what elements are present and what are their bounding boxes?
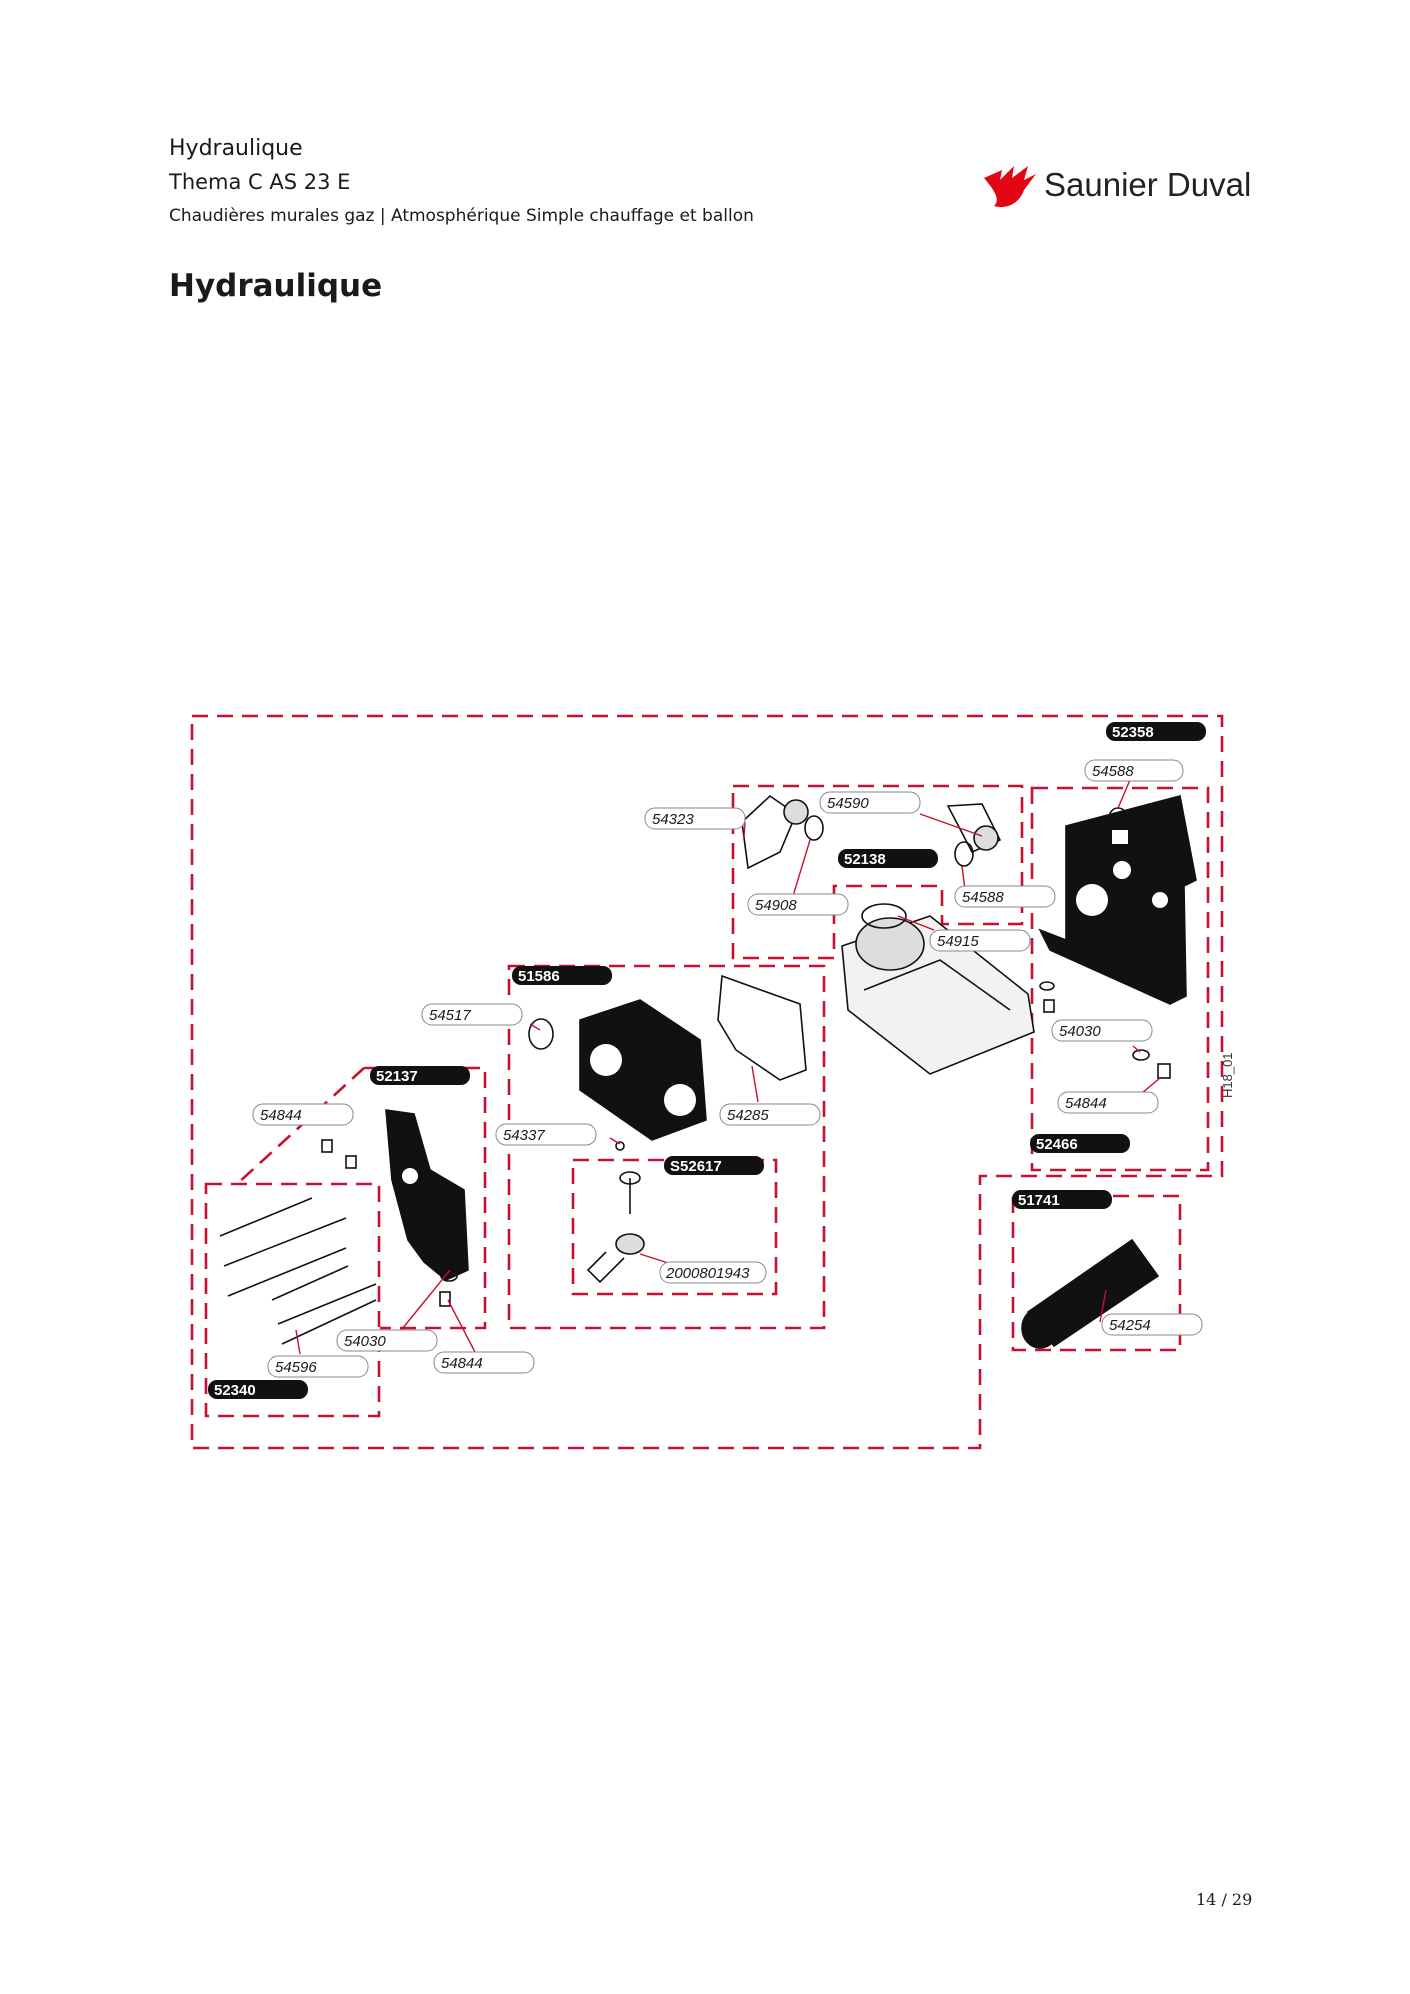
header-section: Hydraulique xyxy=(169,136,303,161)
o-ring-54915 xyxy=(861,903,907,929)
pump-head-51586 xyxy=(579,999,707,1141)
connector-54590 xyxy=(946,803,1002,867)
valve-body xyxy=(841,915,1035,1075)
label-54588-top: 54588 xyxy=(1092,763,1134,780)
header-model: Thema C AS 23 E xyxy=(169,170,351,194)
gasket-54285 xyxy=(717,974,807,1081)
label-54844-left: 54844 xyxy=(260,1107,302,1124)
bird-logo-icon xyxy=(984,166,1036,208)
page-title: Hydraulique xyxy=(169,268,383,304)
mounting-plate-52358 xyxy=(1038,795,1197,1005)
label-54254: 54254 xyxy=(1109,1317,1151,1334)
label-54285: 54285 xyxy=(727,1107,769,1124)
plug-54844-right xyxy=(1157,1063,1171,1079)
plug-right xyxy=(1043,999,1055,1013)
label-54517: 54517 xyxy=(429,1007,471,1024)
frame-52138 xyxy=(731,784,1024,960)
diagram-ref-code: H18_01 xyxy=(1220,1052,1235,1098)
screw-54844-left-b xyxy=(345,1155,357,1169)
stud-S52617 xyxy=(586,1171,645,1284)
screws-52340 xyxy=(219,1197,377,1345)
connector-54323 xyxy=(741,794,824,870)
assembly-52138: 52138 xyxy=(844,851,886,868)
label-54590: 54590 xyxy=(827,795,869,812)
screw-54844-left-a xyxy=(321,1139,333,1153)
assembly-52137: 52137 xyxy=(376,1068,418,1085)
assembly-S52617: S52617 xyxy=(670,1158,722,1175)
part-labels: 54588 54590 54323 54588 54908 54915 5451… xyxy=(252,759,1203,1378)
screw-54844-bottom xyxy=(439,1291,451,1307)
header-subtitle: Chaudières murales gaz | Atmosphérique S… xyxy=(169,206,754,226)
label-54844-right: 54844 xyxy=(1065,1095,1107,1112)
label-54915: 54915 xyxy=(937,933,979,950)
label-2000801943: 2000801943 xyxy=(665,1265,750,1282)
brand-logo: Saunier Duval xyxy=(980,160,1260,212)
assembly-52358: 52358 xyxy=(1112,724,1154,741)
label-54596: 54596 xyxy=(275,1359,317,1376)
assembly-51586: 51586 xyxy=(518,968,560,985)
frame-52340 xyxy=(204,1182,381,1418)
assembly-labels: 52358 52138 51586 52137 S52617 52466 517… xyxy=(208,722,1206,1399)
page-number: 14 / 29 xyxy=(1196,1890,1253,1909)
label-54030-right: 54030 xyxy=(1059,1023,1101,1040)
label-54337: 54337 xyxy=(503,1127,545,1144)
frame-51586 xyxy=(507,964,826,1330)
frame-connector xyxy=(236,1067,365,1185)
plug-54337 xyxy=(615,1141,625,1151)
washer-right-top xyxy=(1039,981,1055,991)
outer-region-frame xyxy=(190,714,1224,1450)
o-ring-54517 xyxy=(528,1018,554,1050)
label-54588-mid: 54588 xyxy=(962,889,1004,906)
hose-54254 xyxy=(1021,1238,1160,1349)
label-54030-left: 54030 xyxy=(344,1333,386,1350)
assembly-51741: 51741 xyxy=(1018,1192,1060,1209)
label-54323: 54323 xyxy=(652,811,694,828)
label-54908: 54908 xyxy=(755,897,797,914)
washer-54030-right xyxy=(1132,1049,1150,1061)
label-54844-bottom: 54844 xyxy=(441,1355,483,1372)
brand-name: Saunier Duval xyxy=(1044,166,1252,203)
bracket-52137 xyxy=(385,1109,469,1281)
assembly-52340: 52340 xyxy=(214,1382,256,1399)
assembly-52466: 52466 xyxy=(1036,1136,1078,1153)
frame-52358 xyxy=(1030,786,1210,1172)
